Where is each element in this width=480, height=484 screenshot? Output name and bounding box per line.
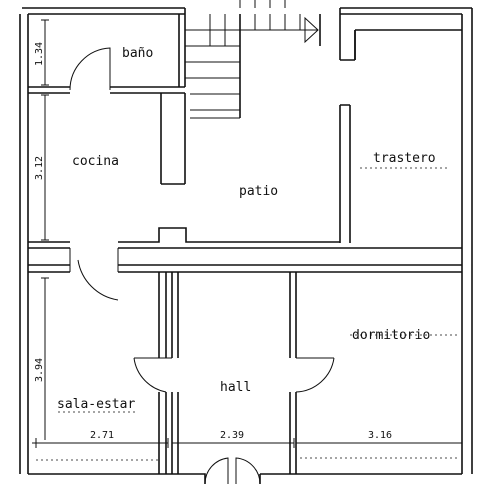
stairs — [185, 0, 319, 119]
outer-walls — [19, 7, 473, 475]
kitchen-patio-walls — [28, 14, 462, 249]
dim-label-sala-width: 2.71 — [90, 430, 114, 441]
room-label-sala-estar: sala-estar — [57, 397, 135, 412]
room-label-patio: patio — [239, 184, 278, 199]
dim-label-bano-height: 1.34 — [34, 42, 45, 66]
dim-label-cocina-height: 3.12 — [34, 156, 45, 180]
room-label-bano: baño — [122, 46, 153, 61]
dim-label-sala-height: 3.94 — [34, 358, 45, 382]
hidden-lines — [36, 167, 460, 461]
dimension-lines — [32, 19, 463, 448]
bath-walls — [28, 14, 186, 94]
dim-label-dormitorio-width: 3.16 — [368, 430, 392, 441]
room-label-trastero: trastero — [373, 151, 436, 166]
room-label-hall: hall — [220, 380, 251, 395]
dim-label-hall-width: 2.39 — [220, 430, 244, 441]
lower-walls — [28, 248, 462, 484]
room-label-dormitorio: dormitorio — [352, 328, 430, 343]
room-label-cocina: cocina — [72, 154, 119, 169]
